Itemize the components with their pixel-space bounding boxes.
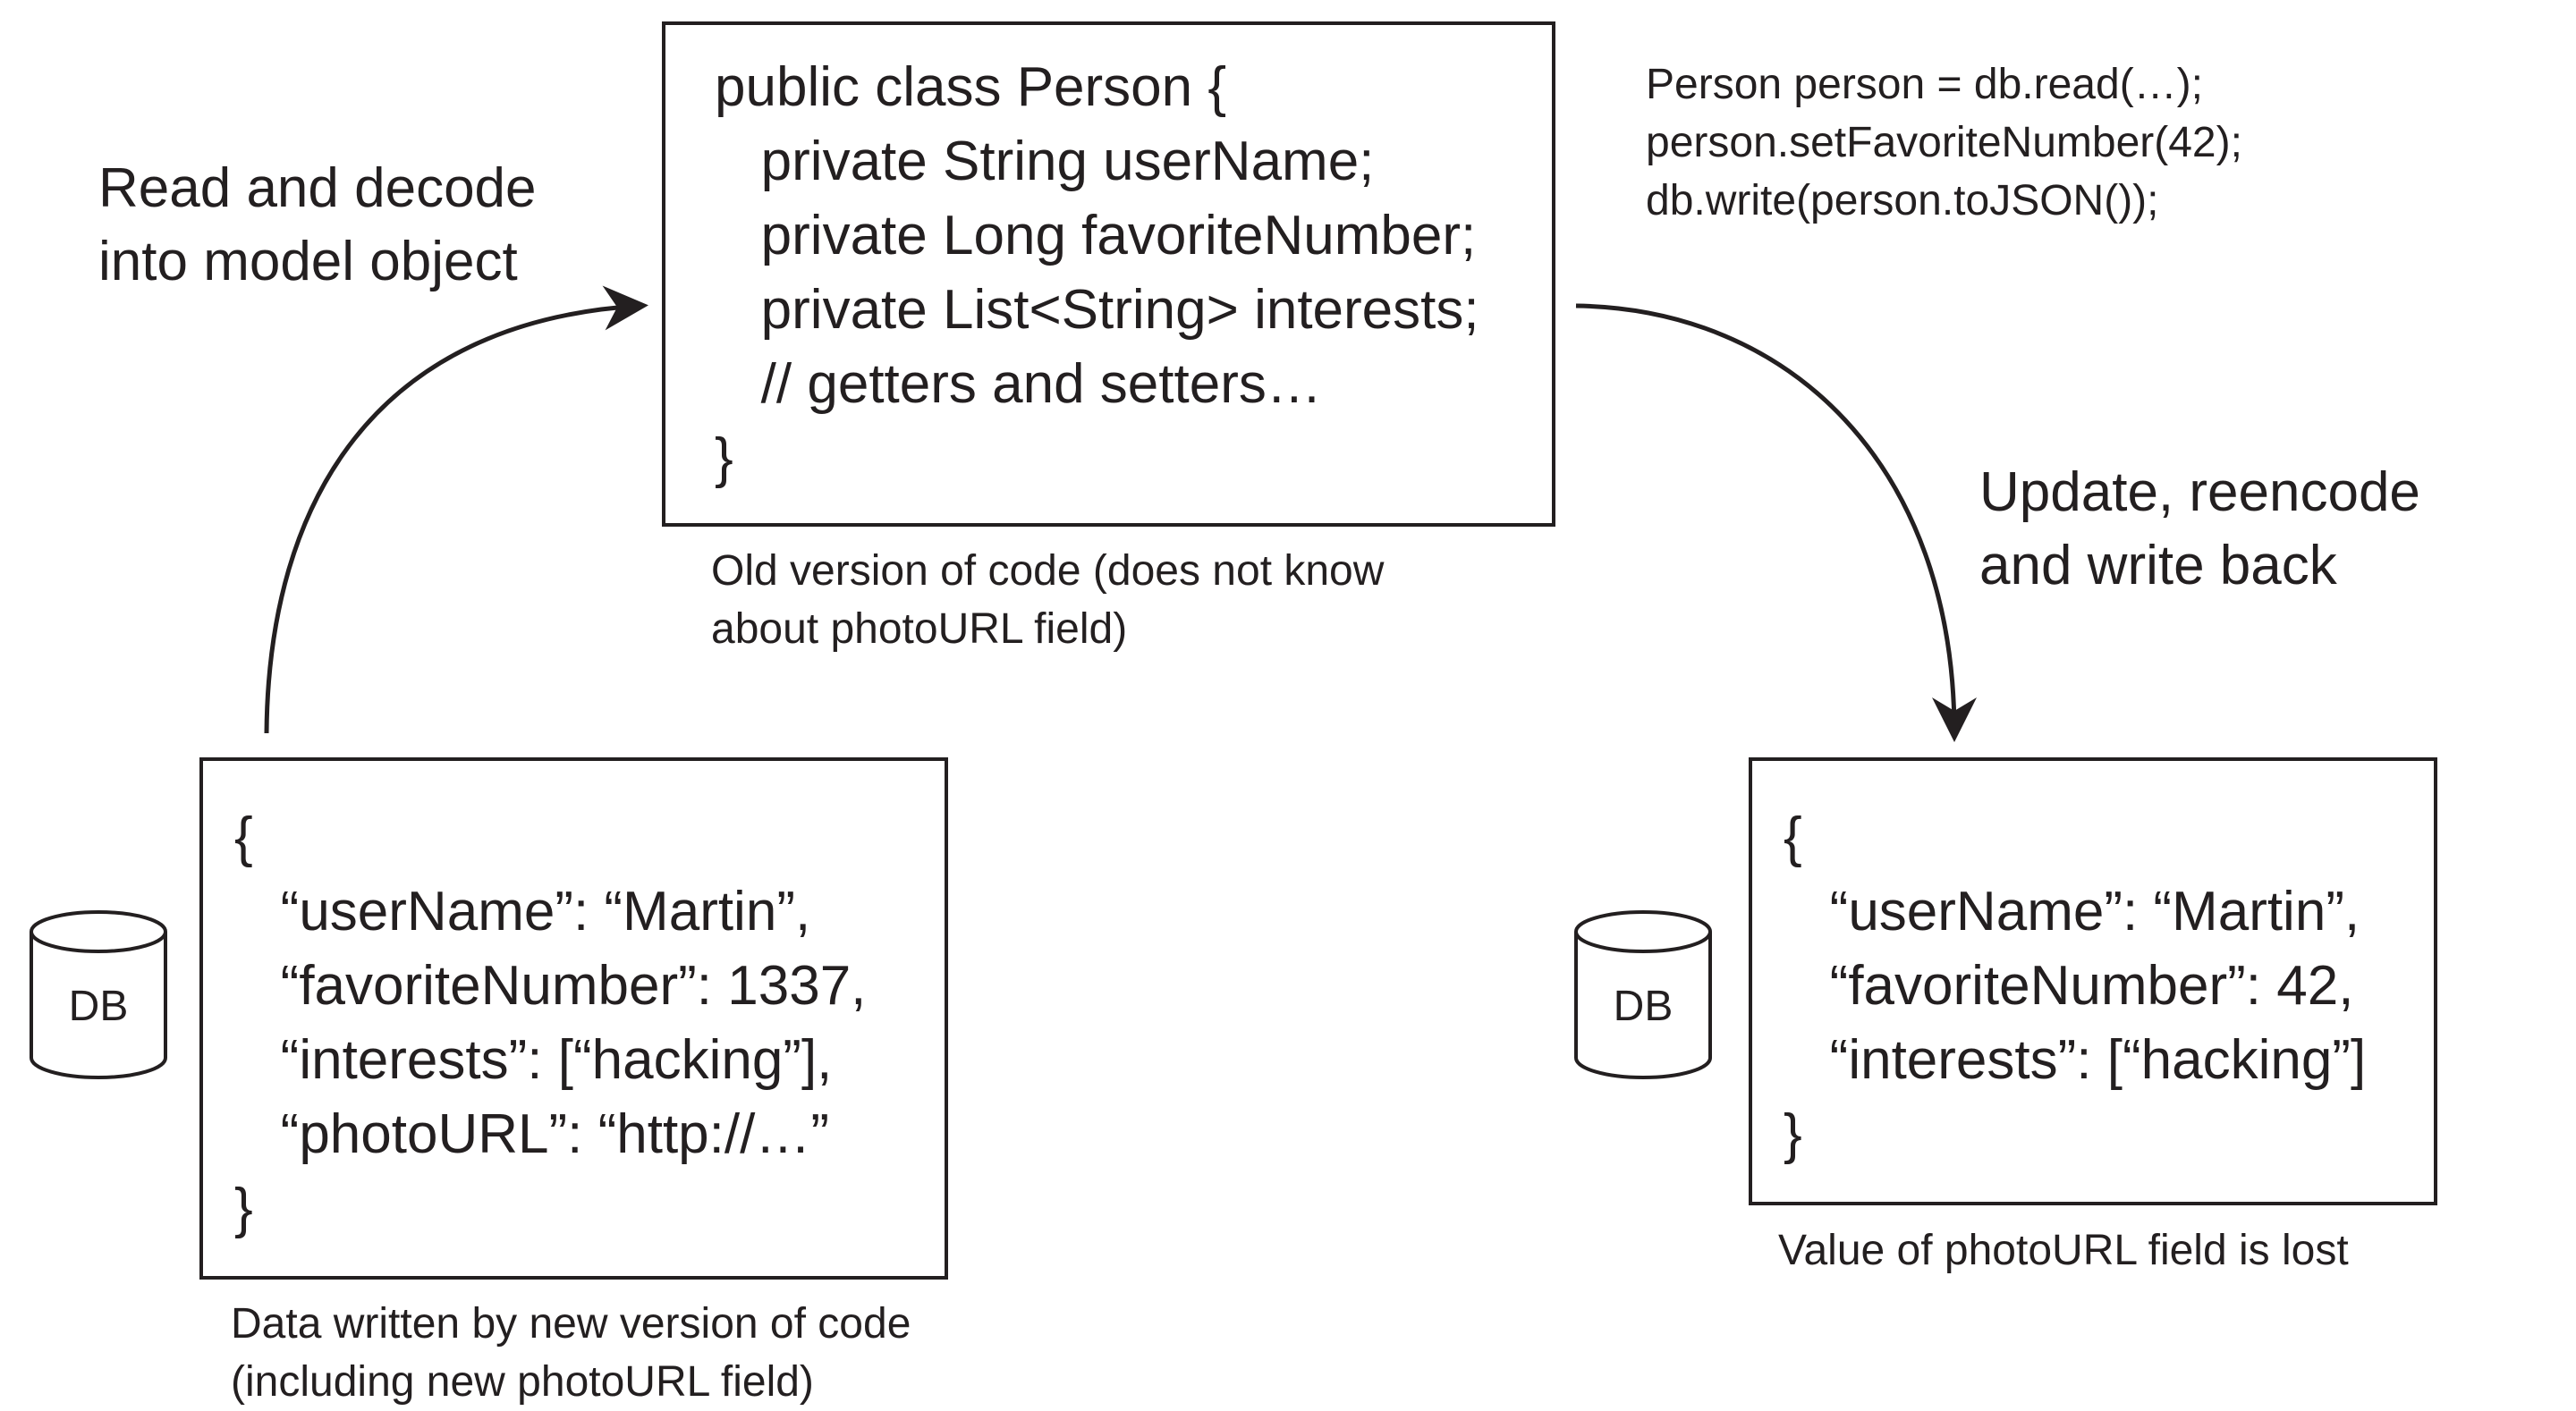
json-line: “interests”: [“hacking”] [1784, 1029, 2367, 1091]
new-record-json: { “userName”: “Martin”, “favoriteNumber”… [234, 800, 945, 1246]
json-line: { [234, 807, 253, 868]
json-line: “favoriteNumber”: 1337, [234, 955, 867, 1017]
lost-field-record-box: { “userName”: “Martin”, “favoriteNumber”… [1749, 757, 2437, 1205]
json-line: } [234, 1178, 253, 1239]
code-line: private Long favoriteNumber; [715, 205, 1477, 266]
json-line: “favoriteNumber”: 42, [1784, 955, 2354, 1017]
json-line: “interests”: [“hacking”], [234, 1029, 833, 1091]
lost-field-record-json: { “userName”: “Martin”, “favoriteNumber”… [1784, 800, 2434, 1171]
code-line: // getters and setters… [715, 353, 1322, 415]
left-db-cylinder-icon [30, 910, 167, 1079]
new-record-caption: Data written by new version of code (inc… [231, 1300, 911, 1406]
json-line: “userName”: “Martin”, [234, 881, 811, 942]
lost-field-caption: Value of photoURL field is lost [1778, 1227, 2349, 1274]
json-line: “photoURL”: “http://…” [234, 1103, 829, 1165]
json-line: “userName”: “Martin”, [1784, 881, 2360, 942]
update-code-snippet: Person person = db.read(…); person.setFa… [1646, 61, 2242, 224]
read-decode-label: Read and decode into model object [98, 157, 537, 292]
update-write-label: Update, reencode and write back [1979, 461, 2420, 596]
json-line: { [1784, 807, 1802, 868]
person-class-box: public class Person { private String use… [662, 21, 1555, 527]
code-line: public class Person { [715, 56, 1227, 118]
new-record-box: { “userName”: “Martin”, “favoriteNumber”… [199, 757, 948, 1280]
right-db-cylinder-icon [1574, 910, 1712, 1079]
left-db-label: DB [68, 983, 129, 1030]
right-db-label: DB [1613, 983, 1674, 1030]
old-code-caption: Old version of code (does not know about… [711, 547, 1385, 653]
code-line: private List<String> interests; [715, 279, 1479, 341]
code-line: } [715, 427, 733, 489]
code-line: private String userName; [715, 131, 1375, 192]
read-decode-arrow [264, 285, 648, 734]
person-class-code: public class Person { private String use… [715, 50, 1552, 495]
write-back-arrow [1575, 303, 1977, 742]
json-line: } [1784, 1103, 1802, 1165]
